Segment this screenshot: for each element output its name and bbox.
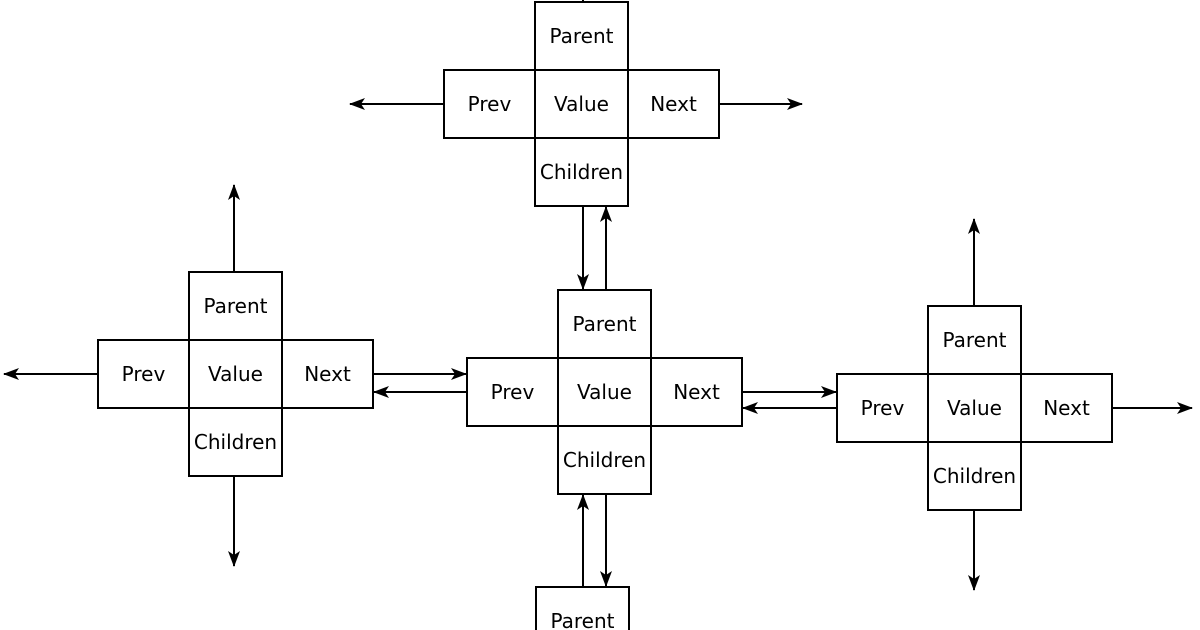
left-node-prev-cell [97,339,190,409]
left-node-parent-cell [188,271,283,341]
top-node-value-cell [534,69,629,139]
top-node-next-cell [627,69,720,139]
left-node-value-cell [188,339,283,409]
top-node-parent-cell [534,1,629,71]
top-node-children-cell [534,137,629,207]
left-node-next-cell [281,339,374,409]
center-node-box [466,289,743,495]
right-node-box [836,305,1113,511]
right-node-parent-cell [927,305,1022,375]
top-node-prev-cell [443,69,536,139]
pointer-arrows [3,0,1193,591]
bottom-node-box [535,586,630,630]
center-node-value-cell [557,357,652,427]
bottom-node-parent-cell [535,586,630,630]
right-node-value-cell [927,373,1022,443]
top-node-box [443,1,720,207]
center-node-children-cell [557,425,652,495]
left-node-box [97,271,374,477]
center-node-parent-cell [557,289,652,359]
right-node-prev-cell [836,373,929,443]
right-node-next-cell [1020,373,1113,443]
center-node-next-cell [650,357,743,427]
center-node-prev-cell [466,357,559,427]
left-node-children-cell [188,407,283,477]
right-node-children-cell [927,441,1022,511]
